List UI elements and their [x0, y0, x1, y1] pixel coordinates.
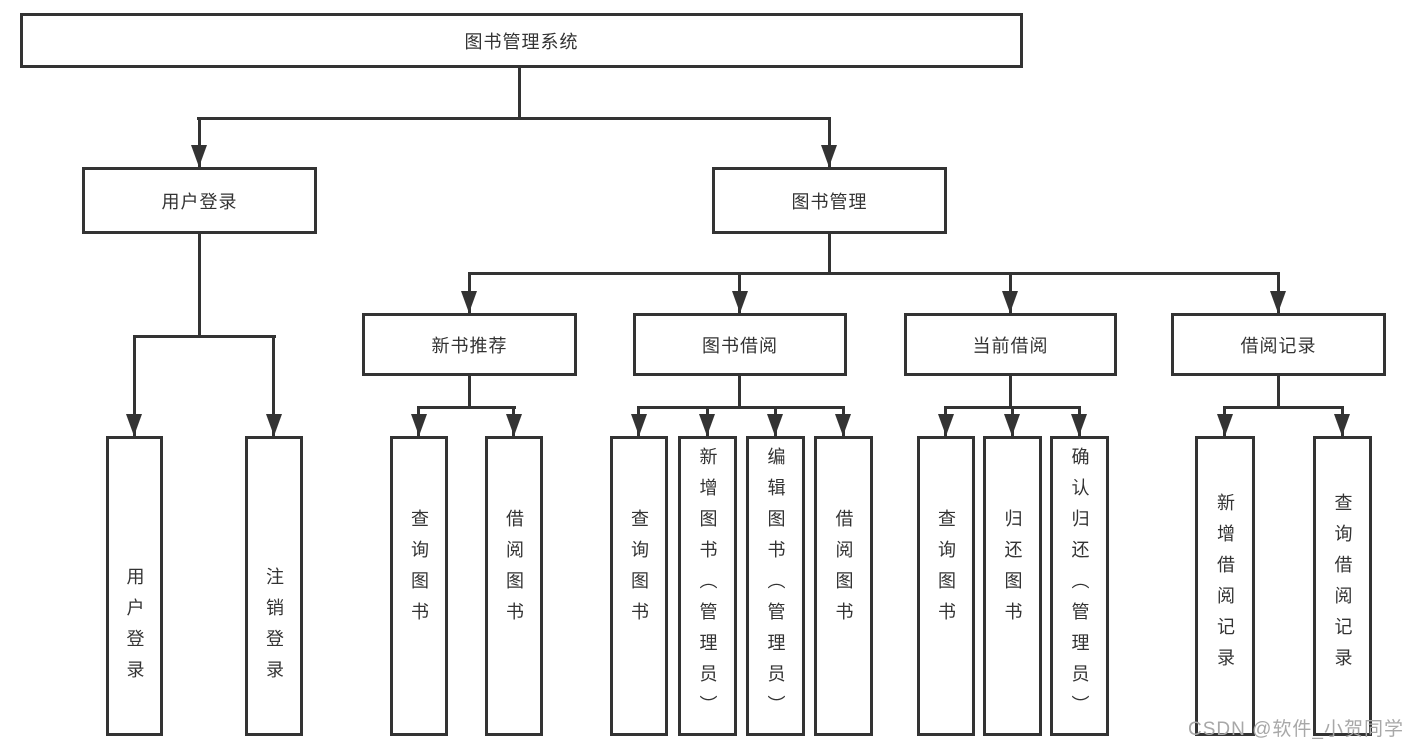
connector-root-arrow-stem-right [828, 117, 831, 167]
connector-newbooks-stem [468, 376, 471, 406]
arrow-down-icon [1270, 291, 1286, 313]
arrow-down-icon [938, 414, 954, 436]
leaf-bookborrow-borrow: 借阅图书 [814, 436, 873, 736]
connector-bookborrow-stem [738, 376, 741, 406]
arrow-down-icon [631, 414, 647, 436]
node-borrow-records: 借阅记录 [1171, 313, 1386, 376]
arrow-down-icon [1004, 414, 1020, 436]
node-borrow-records-label: 借阅记录 [1240, 335, 1317, 356]
csdn-watermark: CSDN @软件_小贺同学 [1188, 719, 1404, 740]
leaf-currentborrow-return: 归还图书 [983, 436, 1042, 736]
connector-userlogin-stem [198, 234, 201, 335]
arrow-down-icon [1071, 414, 1087, 436]
leaf-records-query: 查询借阅记录 [1313, 436, 1372, 736]
arrow-down-icon [1002, 291, 1018, 313]
node-current-borrow-label: 当前借阅 [972, 335, 1049, 356]
arrow-down-icon [191, 145, 207, 167]
node-root: 图书管理系统 [20, 13, 1023, 68]
connector-bookborrow-hline [637, 406, 845, 409]
node-book-borrow: 图书借阅 [633, 313, 847, 376]
arrow-down-icon [266, 414, 282, 436]
arrow-down-icon [1217, 414, 1233, 436]
leaf-bookborrow-edit-admin-label: 编辑图书（管理员） [765, 446, 786, 726]
arrow-down-icon [126, 414, 142, 436]
leaf-user-login-label: 用户登录 [124, 566, 145, 691]
arrow-down-icon [1334, 414, 1350, 436]
leaf-currentborrow-return-label: 归还图书 [1002, 509, 1023, 633]
node-root-label: 图书管理系统 [464, 31, 579, 52]
arrow-down-icon [767, 414, 783, 436]
leaf-currentborrow-query: 查询图书 [917, 436, 975, 736]
leaf-newbooks-borrow-label: 借阅图书 [504, 509, 524, 633]
arrow-down-icon [732, 291, 748, 313]
connector-root-stem [518, 68, 521, 117]
arrow-down-icon [461, 291, 477, 313]
connector-userlogin-arrow-stem-2 [272, 335, 275, 436]
node-book-management-label: 图书管理 [791, 191, 868, 212]
node-book-management: 图书管理 [712, 167, 947, 234]
leaf-bookborrow-query-label: 查询图书 [629, 509, 649, 633]
leaf-bookborrow-add-admin: 新增图书（管理员） [678, 436, 737, 736]
arrow-down-icon [506, 414, 522, 436]
leaf-bookborrow-add-admin-label: 新增图书（管理员） [697, 446, 718, 726]
leaf-currentborrow-query-label: 查询图书 [936, 509, 956, 633]
connector-bookmgmt-stem [828, 234, 831, 272]
connector-root-arrow-stem-left [198, 117, 201, 167]
leaf-bookborrow-query: 查询图书 [610, 436, 668, 736]
arrow-down-icon [835, 414, 851, 436]
leaf-logout: 注销登录 [245, 436, 303, 736]
node-book-borrow-label: 图书借阅 [702, 335, 778, 356]
connector-userlogin-arrow-stem-1 [133, 335, 136, 436]
leaf-bookborrow-edit-admin: 编辑图书（管理员） [746, 436, 805, 736]
node-new-book-recommend-label: 新书推荐 [431, 335, 508, 356]
leaf-newbooks-borrow: 借阅图书 [485, 436, 543, 736]
leaf-records-query-label: 查询借阅记录 [1332, 493, 1353, 679]
connector-root-hline [197, 117, 831, 120]
leaf-currentborrow-confirm-admin: 确认归还（管理员） [1050, 436, 1109, 736]
leaf-user-login: 用户登录 [106, 436, 163, 736]
node-user-login-label: 用户登录 [161, 191, 238, 212]
leaf-currentborrow-confirm-admin-label: 确认归还（管理员） [1069, 446, 1090, 726]
leaf-records-add: 新增借阅记录 [1195, 436, 1255, 736]
leaf-newbooks-query-label: 查询图书 [409, 509, 429, 633]
arrow-down-icon [699, 414, 715, 436]
connector-bookmgmt-hline [468, 272, 1280, 275]
arrow-down-icon [821, 145, 837, 167]
leaf-newbooks-query: 查询图书 [390, 436, 448, 736]
leaf-logout-label: 注销登录 [264, 566, 284, 691]
connector-borrowrecords-hline [1223, 406, 1344, 409]
node-new-book-recommend: 新书推荐 [362, 313, 577, 376]
connector-userlogin-hline [133, 335, 276, 338]
leaf-bookborrow-borrow-label: 借阅图书 [833, 509, 854, 633]
node-current-borrow: 当前借阅 [904, 313, 1117, 376]
arrow-down-icon [411, 414, 427, 436]
connector-currentborrow-stem [1009, 376, 1012, 406]
connector-newbooks-hline [417, 406, 516, 409]
node-user-login: 用户登录 [82, 167, 317, 234]
connector-borrowrecords-stem [1277, 376, 1280, 406]
leaf-records-add-label: 新增借阅记录 [1215, 493, 1235, 679]
